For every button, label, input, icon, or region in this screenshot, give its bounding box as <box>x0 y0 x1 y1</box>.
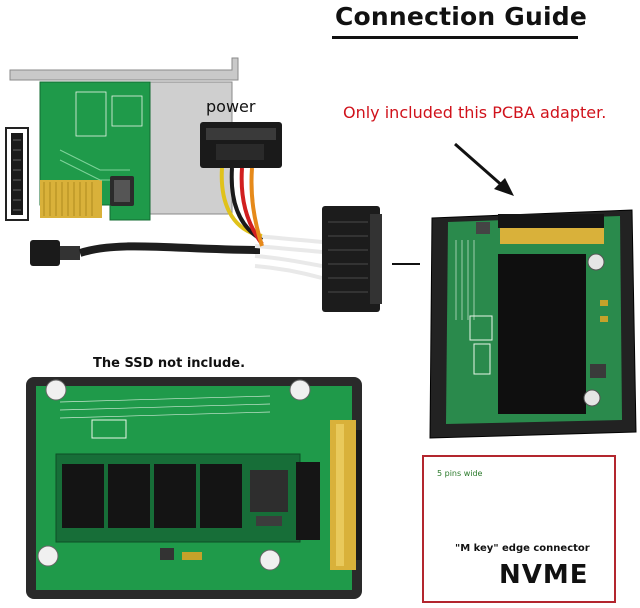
page-title: Connection Guide <box>335 2 588 31</box>
mkey-info-box <box>422 455 616 603</box>
adapter-with-ssd <box>26 377 362 599</box>
nvme-label: NVME <box>499 560 589 590</box>
power-label: power <box>206 97 256 116</box>
pins-wide-label: 5 pins wide <box>437 469 483 478</box>
sff-u2-cable <box>30 122 382 312</box>
pcba-adapter-frame <box>429 209 637 439</box>
arrow-icon <box>454 142 514 196</box>
ssd-not-included-label: The SSD not include. <box>93 356 246 371</box>
title-underline <box>332 36 578 39</box>
pcie-slot <box>5 127 29 221</box>
included-note: Only included this PCBA adapter. <box>343 103 607 122</box>
mkey-connector-label: "M key" edge connector <box>455 543 590 554</box>
